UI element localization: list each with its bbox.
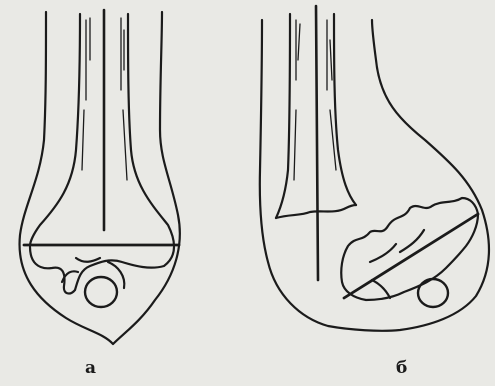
- figure-b-shaft-right: [334, 14, 356, 205]
- caption-b: б: [396, 360, 407, 377]
- figure-a-shaft-right: [128, 14, 174, 246]
- figure-a-shaft-left: [30, 14, 80, 246]
- figure-b: [260, 6, 489, 331]
- figure-b-fracture-top: [276, 205, 356, 218]
- figure-b-vertical-pin: [316, 6, 318, 280]
- figure-a-condyle: [30, 247, 174, 293]
- caption-a: а: [85, 360, 96, 377]
- figure-b-capitulum: [418, 279, 448, 307]
- figure-a-outline: [20, 12, 180, 344]
- figure-b-distal-fragment: [341, 198, 478, 300]
- figure-a: [20, 10, 180, 344]
- figure-b-shaft-left: [276, 14, 290, 218]
- figure-a-capitulum: [85, 277, 117, 307]
